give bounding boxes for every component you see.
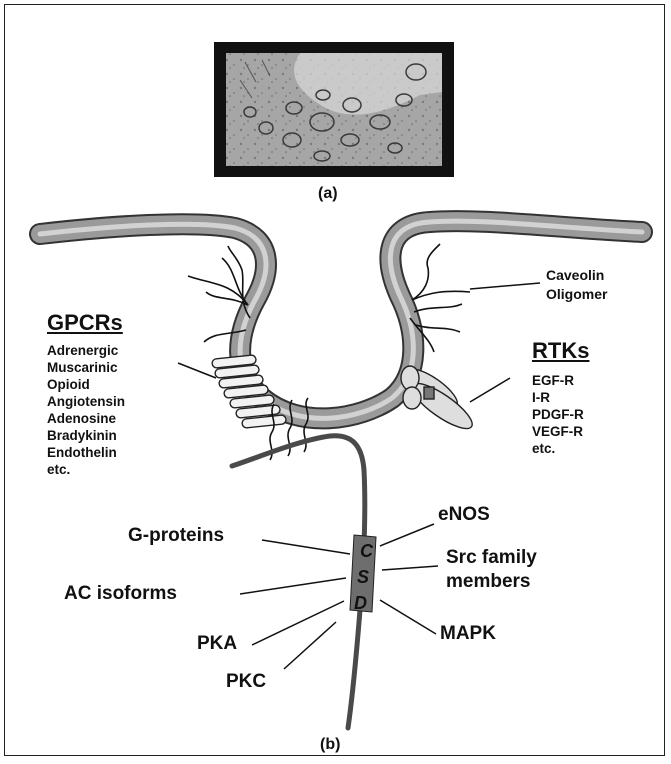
gpcr-item: Endothelin <box>47 444 125 461</box>
src-family-label-line2: members <box>446 572 531 591</box>
gpcrs-heading: GPCRs <box>47 312 123 334</box>
mapk-label: MAPK <box>440 624 496 643</box>
gpcr-item: Adrenergic <box>47 342 125 359</box>
caveolin-label-line1: Caveolin <box>546 268 604 282</box>
src-family-label-line1: Src family <box>446 548 537 567</box>
caveolin-label-line2: Oligomer <box>546 287 607 301</box>
g-proteins-label: G-proteins <box>128 526 224 545</box>
gpcr-item: Adenosine <box>47 410 125 427</box>
gpcr-receptor <box>212 355 287 429</box>
gpcr-item: Angiotensin <box>47 393 125 410</box>
rtk-item: I-R <box>532 389 584 406</box>
micrograph-image <box>214 42 454 177</box>
gpcr-item: etc. <box>47 461 125 478</box>
enos-label: eNOS <box>438 505 490 524</box>
pka-label: PKA <box>197 634 237 653</box>
rtk-item: etc. <box>532 440 584 457</box>
panel-a-label: (a) <box>318 186 338 202</box>
gpcr-item: Opioid <box>47 376 125 393</box>
rtks-list: EGF-R I-R PDGF-R VEGF-R etc. <box>532 372 584 457</box>
csd-letter-c: C <box>360 542 373 560</box>
panel-b-label: (b) <box>320 737 340 753</box>
gpcrs-list: Adrenergic Muscarinic Opioid Angiotensin… <box>47 342 125 478</box>
gpcr-item: Bradykinin <box>47 427 125 444</box>
pkc-label: PKC <box>226 672 266 691</box>
ac-isoforms-label: AC isoforms <box>64 584 177 603</box>
rtk-item: VEGF-R <box>532 423 584 440</box>
gpcr-item: Muscarinic <box>47 359 125 376</box>
rtk-item: PDGF-R <box>532 406 584 423</box>
csd-letter-s: S <box>357 568 369 586</box>
rtk-item: EGF-R <box>532 372 584 389</box>
rtks-heading: RTKs <box>532 340 589 362</box>
csd-letter-d: D <box>354 594 367 612</box>
rtk-receptor <box>401 363 478 436</box>
